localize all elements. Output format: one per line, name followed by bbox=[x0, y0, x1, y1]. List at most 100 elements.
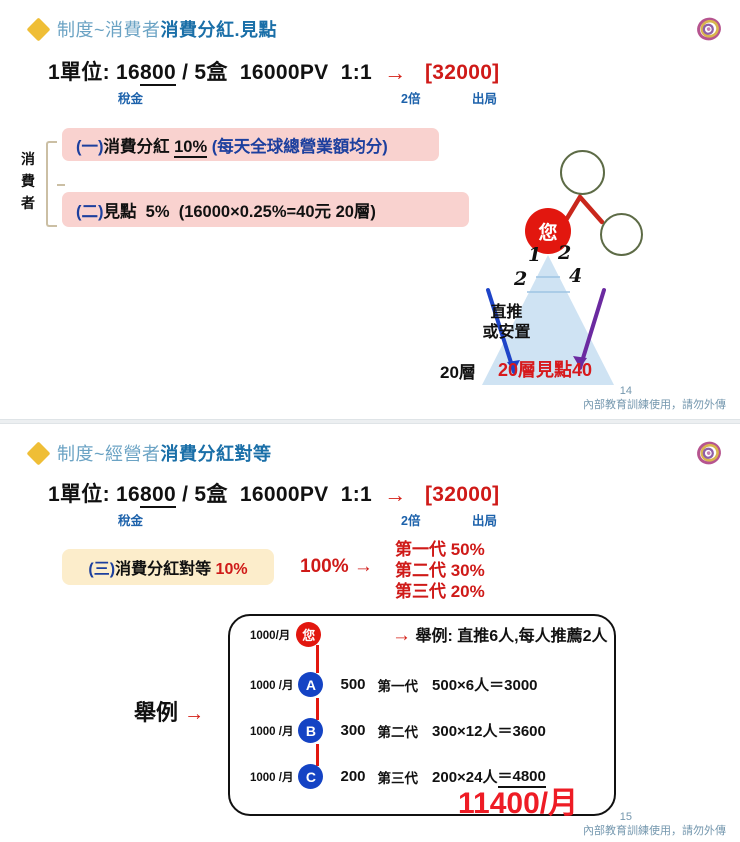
network-node-empty-1 bbox=[560, 150, 605, 195]
item2-pct: 5% bbox=[145, 202, 170, 221]
row1-calc: 500×6人＝3000 bbox=[432, 677, 538, 694]
generation-breakdown-list: 第一代 50% 第二代 30% 第三代 20% bbox=[395, 539, 485, 602]
example-side-label: 舉例 → bbox=[134, 695, 204, 727]
item2-no: (二) bbox=[76, 202, 104, 221]
row1-amount: 500 bbox=[340, 676, 366, 693]
slide2-sub-exit: 出局 bbox=[472, 514, 498, 528]
slide2-content: 制度~經營者消費分紅對等 1單位: 16800 / 5盒 16000PV 1:1… bbox=[0, 424, 740, 842]
generation-3: 第三代 20% bbox=[395, 582, 485, 601]
unit-ratio: 1:1 bbox=[340, 483, 372, 506]
row2-permonth: 1000 /月 bbox=[250, 725, 294, 738]
unit-sep: / bbox=[182, 61, 189, 84]
example-heading-arrow-icon: → bbox=[392, 625, 411, 646]
slide-divider bbox=[0, 419, 740, 424]
hand-number-4: 4 bbox=[569, 265, 583, 287]
item-view-point: (二)見點 5% (16000×0.25%=40元 20層) bbox=[62, 192, 469, 227]
unit-label: 1單位: bbox=[48, 61, 110, 84]
example-total: 11400/月 bbox=[458, 787, 579, 820]
slide2-sub-multiplier: 2倍 bbox=[401, 514, 421, 528]
row3-amount: 200 bbox=[340, 768, 366, 785]
item3-name: 消費分紅對等 bbox=[115, 561, 212, 578]
slide-consumer-bonus: 制度~消費者消費分紅.見點 1單位: 16800 / 5盒 16000PV 1:… bbox=[0, 0, 740, 418]
network-node-you: 您 bbox=[525, 208, 571, 254]
row0-node: 您 bbox=[296, 622, 322, 647]
item1-name: 消費分紅 bbox=[103, 137, 170, 156]
slide2-unit-line: 1單位: 16800 / 5盒 16000PV 1:1 → [32000] bbox=[48, 478, 499, 508]
example-box bbox=[228, 614, 616, 816]
pyramid-triangle-icon bbox=[482, 255, 614, 385]
pyramid-red-label: 20層見點40 bbox=[498, 360, 593, 380]
diamond-bullet-icon bbox=[26, 16, 51, 42]
slide1-footer-note: 內部教育訓練使用，請勿外傳 bbox=[583, 399, 726, 411]
unit-boxes: 5盒 bbox=[194, 61, 228, 84]
slide1-unit-line: 1單位: 16800 / 5盒 16000PV 1:1 → [32000] bbox=[48, 56, 499, 86]
company-logo-icon bbox=[697, 441, 721, 465]
example-row-gen3: 1000 /月 C 200 第三代 200×24人＝4800 bbox=[250, 764, 546, 789]
item3-pct: 10% bbox=[215, 561, 248, 578]
hand-number-1: 1 bbox=[528, 244, 542, 266]
slide2-footer-note: 內部教育訓練使用，請勿外傳 bbox=[583, 825, 726, 837]
row2-node: B bbox=[298, 718, 324, 743]
connector-a-b bbox=[316, 698, 319, 720]
row1-node: A bbox=[298, 672, 324, 697]
item-bonus-parity: (三)消費分紅對等 10% bbox=[62, 549, 274, 585]
diamond-bullet-icon bbox=[26, 440, 51, 466]
hand-number-3: 2 bbox=[514, 268, 528, 290]
network-pyramid-diagram: 您 1 2 2 4 直推 或安置 20層 20層見點40 bbox=[440, 140, 727, 405]
connector-b-c bbox=[316, 744, 319, 766]
row3-generation: 第三代 bbox=[377, 770, 419, 786]
example-heading: → 舉例: 直推6人,每人推薦2人 bbox=[392, 622, 607, 647]
item1-pct: 10% bbox=[174, 137, 208, 158]
slide1-title: 制度~消費者消費分紅.見點 bbox=[57, 16, 277, 42]
unit-price: 16800 bbox=[116, 61, 176, 86]
consumer-bracket bbox=[46, 141, 65, 227]
pyramid-text-line1: 直推 bbox=[490, 304, 523, 321]
row1-generation: 第一代 bbox=[377, 678, 419, 694]
slide1-page-number: 14 bbox=[619, 385, 632, 397]
pyramid-left-label: 20層 bbox=[440, 363, 476, 382]
item2-note: (16000×0.25%=40元 20層) bbox=[178, 202, 376, 221]
unit-bracket-value: [32000] bbox=[424, 483, 500, 506]
generation-2: 第二代 30% bbox=[395, 561, 485, 580]
slide1-sub-multiplier: 2倍 bbox=[401, 92, 421, 106]
row2-generation: 第二代 bbox=[377, 724, 419, 740]
pyramid-svg bbox=[482, 193, 614, 385]
unit-price: 16800 bbox=[116, 483, 176, 508]
slide2-title: 制度~經營者消費分紅對等 bbox=[57, 440, 272, 466]
row3-calc-total: ＝4800 bbox=[497, 765, 546, 788]
network-node-empty-2 bbox=[600, 213, 643, 256]
example-row-gen1: 1000 /月 A 500 第一代 500×6人＝3000 bbox=[250, 672, 538, 697]
unit-boxes: 5盒 bbox=[194, 483, 228, 506]
percent-100-label: 100% → bbox=[300, 556, 373, 577]
example-side-label-text: 舉例 bbox=[134, 700, 179, 725]
item1-no: (一) bbox=[76, 137, 104, 156]
pyramid-text-line2: 或安置 bbox=[482, 324, 531, 341]
row2-calc: 300×12人＝3600 bbox=[432, 723, 546, 740]
row3-calc-pre: 200×24人 bbox=[432, 769, 498, 786]
connector-you-a bbox=[316, 645, 319, 673]
unit-ratio: 1:1 bbox=[340, 61, 372, 84]
row0-permonth: 1000/月 bbox=[250, 629, 291, 642]
unit-pv: 16000PV bbox=[239, 61, 329, 84]
hand-number-2: 2 bbox=[558, 242, 572, 264]
unit-pv: 16000PV bbox=[239, 483, 329, 506]
unit-arrow-icon: → bbox=[384, 60, 407, 85]
slide2-header: 制度~經營者消費分紅對等 bbox=[26, 440, 272, 466]
unit-sep: / bbox=[182, 483, 189, 506]
row2-amount: 300 bbox=[340, 722, 366, 739]
slide1-sub-tax: 稅金 bbox=[118, 92, 144, 106]
generation-1: 第一代 50% bbox=[395, 540, 485, 559]
item3-no: (三) bbox=[88, 561, 116, 578]
slide1-sub-exit: 出局 bbox=[472, 92, 498, 106]
slide2-page-number: 15 bbox=[619, 811, 632, 823]
slide1-header: 制度~消費者消費分紅.見點 bbox=[26, 16, 277, 42]
unit-label: 1單位: bbox=[48, 483, 110, 506]
unit-bracket-value: [32000] bbox=[424, 61, 500, 84]
item1-note: (每天全球總營業額均分) bbox=[211, 137, 388, 156]
slide2-title-emphasis: 消費分紅對等 bbox=[160, 444, 272, 464]
slide2-sub-tax: 稅金 bbox=[118, 514, 144, 528]
item-consumer-bonus: (一)消費分紅 10% (每天全球總營業額均分) bbox=[62, 128, 439, 161]
unit-arrow-icon: → bbox=[384, 482, 407, 507]
slide2-title-prefix: 制度~經營者 bbox=[57, 444, 161, 464]
